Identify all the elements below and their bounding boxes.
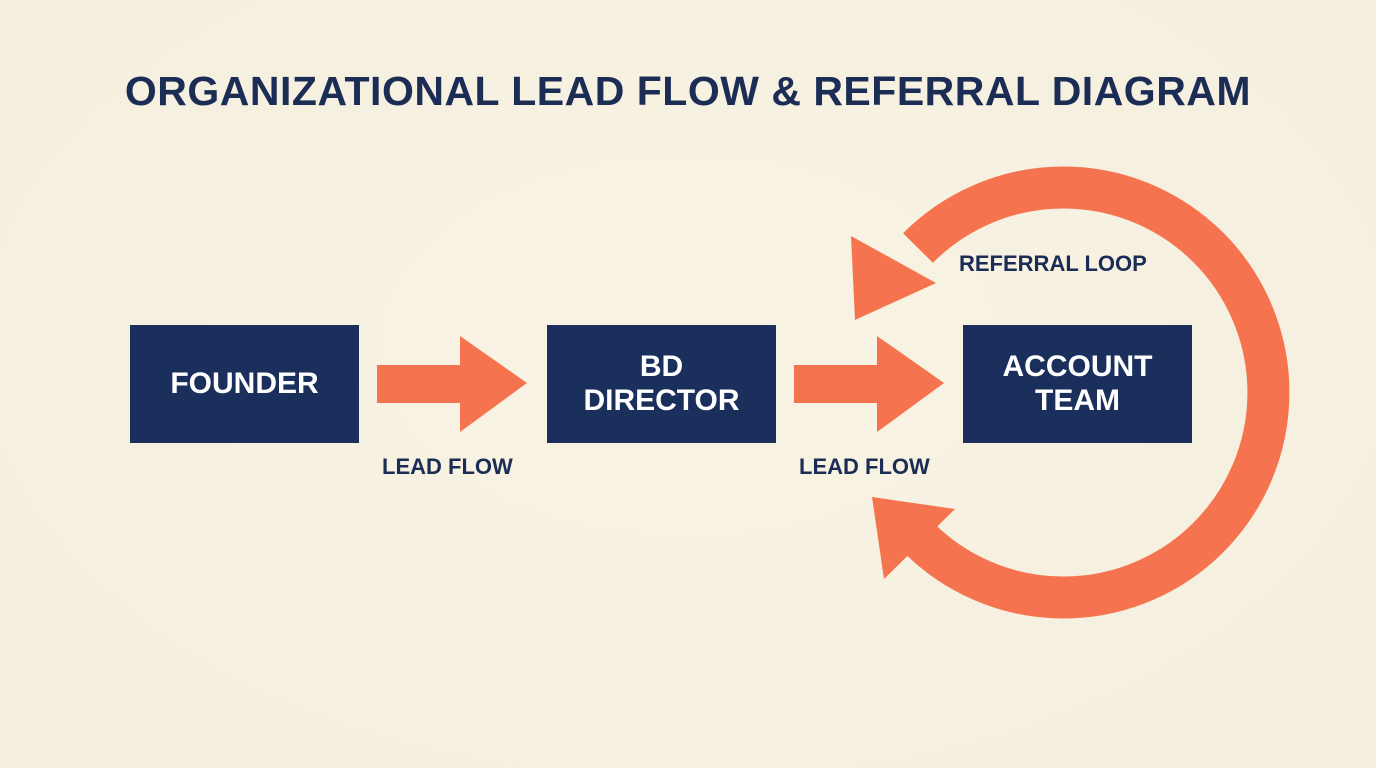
bd-director-node-label-line2: DIRECTOR xyxy=(583,384,740,417)
founder-node-label: FOUNDER xyxy=(170,367,319,400)
account-team-node-label-line1: ACCOUNT xyxy=(1002,350,1153,383)
referral-loop-arrowhead-top xyxy=(851,236,936,320)
lead-flow-arrow-2 xyxy=(794,336,944,432)
lead-flow-label-2: LEAD FLOW xyxy=(799,454,930,479)
bd-director-node: BD DIRECTOR xyxy=(547,325,776,443)
referral-loop-label: REFERRAL LOOP xyxy=(959,251,1147,276)
lead-flow-label-1: LEAD FLOW xyxy=(382,454,513,479)
account-team-node-label-line2: TEAM xyxy=(1035,384,1120,417)
bd-director-node-label-line1: BD xyxy=(639,350,684,383)
account-team-node: ACCOUNT TEAM xyxy=(963,325,1192,443)
lead-flow-arrow-1 xyxy=(377,336,527,432)
founder-node: FOUNDER xyxy=(130,325,359,443)
diagram-title: ORGANIZATIONAL LEAD FLOW & REFERRAL DIAG… xyxy=(124,68,1252,114)
referral-loop-arrowhead-bottom xyxy=(872,497,955,579)
referral-loop-arc xyxy=(903,166,1290,619)
